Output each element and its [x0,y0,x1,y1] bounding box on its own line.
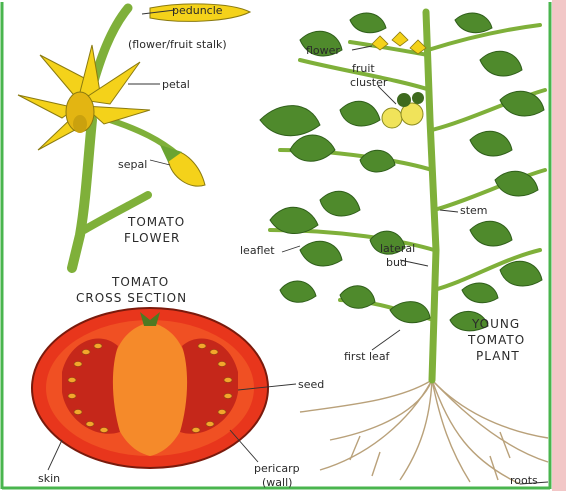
label-sepal: sepal [118,158,147,171]
label-pericarp-line1: pericarp [254,462,300,475]
label-petal: petal [162,78,190,91]
label-peduncle: peduncle [172,4,223,17]
label-cross-title-line1: TOMATO [111,275,169,289]
label-peduncle-sub: (flower/fruit stalk) [128,38,227,51]
label-roots: roots [510,474,538,487]
label-young-plant-line1: YOUNG [471,317,520,331]
label-fruit-cluster-line2: cluster [350,76,388,89]
label-leaflet: leaflet [240,244,275,257]
label-stem: stem [460,204,488,217]
label-lateral-bud-line1: lateral [380,242,415,255]
label-seed: seed [298,378,324,391]
label-flower-title-line2: FLOWER [124,231,180,245]
label-flower: flower [306,44,340,57]
label-flower-title-line1: TOMATO [127,215,185,229]
label-first-leaf: first leaf [344,350,391,363]
tomato-cross-section [32,308,268,468]
label-cross-title-line2: CROSS SECTION [76,291,187,305]
label-pericarp-line2: (wall) [262,476,292,489]
label-fruit-cluster-line1: fruit [352,62,375,75]
pink-edge-strip [552,0,566,491]
label-young-plant-line3: PLANT [476,349,520,363]
label-lateral-bud-line2: bud [386,256,407,269]
label-young-plant-line2: TOMATO [467,333,525,347]
label-skin: skin [38,472,60,485]
